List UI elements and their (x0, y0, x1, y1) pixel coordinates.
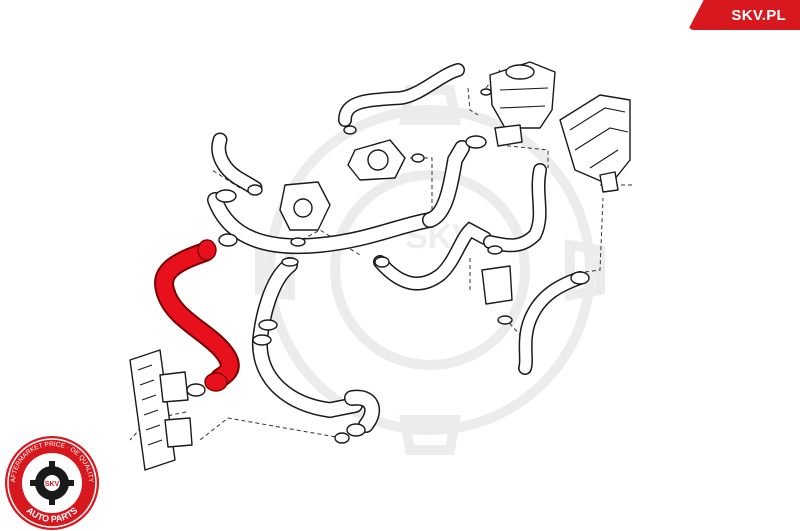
heater-box (559, 94, 631, 193)
upper-coolant-hose (207, 135, 487, 255)
thermostat-housing (279, 139, 425, 247)
bypass-hose (373, 221, 492, 291)
watermark-gear: SKV (255, 85, 605, 455)
brand-text: SKV.PL (731, 6, 786, 24)
lower-coolant-hose (251, 257, 381, 444)
highlighted-radiator-hose (154, 233, 240, 397)
expansion-tank (480, 61, 556, 147)
brand-tab[interactable]: SKV.PL (688, 0, 800, 30)
skv-logo: AFTERMARKET PRICE · OE QUALITY AUTO PART… (5, 436, 99, 530)
radiator-outline (129, 349, 193, 471)
reservoir-hose (338, 63, 465, 135)
heater-hose-small (211, 132, 263, 196)
right-heater-hoses (481, 163, 590, 375)
logo-center-text: SKV (45, 481, 60, 488)
